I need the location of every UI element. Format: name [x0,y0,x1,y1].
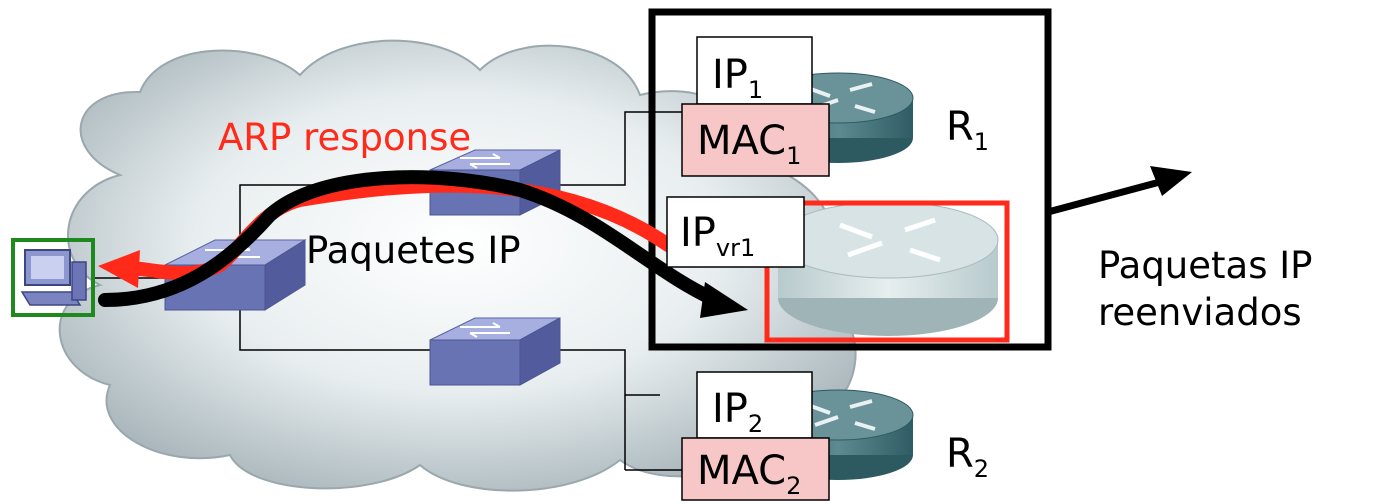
ipvr1-address-box: IPvr1 [666,196,805,268]
svg-text:R1: R1 [946,104,989,156]
virtual-router-icon [764,200,1010,343]
mac1-address-box: MAC1 [681,103,830,177]
svg-text:IP1: IP1 [712,52,763,104]
mac2-address-box: MAC2 [681,437,830,501]
host-frame [11,238,95,317]
r1-label: R1 [946,104,989,156]
r2-label: R2 [946,431,989,483]
network-cloud [58,39,857,492]
svg-text:IPvr1: IPvr1 [680,210,755,262]
ip2-address-box: IP2 [696,371,813,439]
host-computer-icon [11,238,95,317]
svg-text:IP2: IP2 [712,386,763,438]
ip-packets-arrow [98,170,748,318]
forward-arrow [1047,166,1192,216]
ip1-address-box: IP1 [696,36,813,105]
virtual-router-frame [764,200,1010,343]
forwarded-label-line2: reenviados [1098,291,1302,334]
r2-sub: 2 [974,455,989,483]
svg-text:MAC1: MAC1 [697,118,801,170]
vrrp-group-box [648,8,1052,351]
paquetes-ip-label: Paquetes IP [306,229,521,272]
r1-sub: 1 [974,128,989,156]
svg-text:MAC2: MAC2 [697,448,801,500]
svg-text:R2: R2 [946,431,989,483]
r2-main: R [946,431,974,477]
arp-response-label: ARP response [218,116,471,159]
forwarded-label-line1: Paquetas IP [1098,244,1312,287]
switch-icon [429,317,561,386]
r1-main: R [946,104,974,150]
